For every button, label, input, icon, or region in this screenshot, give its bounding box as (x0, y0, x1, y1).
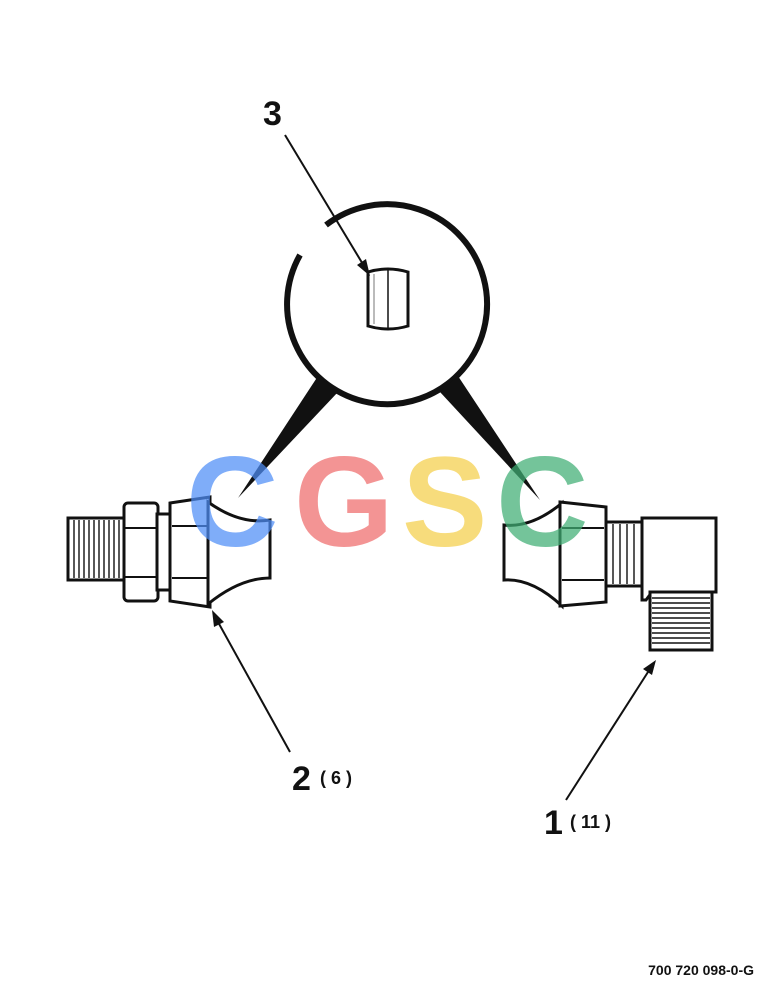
callout-2-number: 2 (292, 760, 311, 798)
leader-2 (217, 621, 291, 753)
leader-3 (284, 134, 365, 267)
leader-1 (565, 671, 649, 801)
callout-1-number: 1 (544, 804, 563, 842)
detail-wedge-right (440, 376, 540, 500)
watermark-letter-4: C (496, 431, 588, 574)
sleeve-insert (366, 267, 410, 331)
drawing-number: 700 720 098-0-G (648, 962, 754, 978)
left-threads (73, 520, 120, 578)
arrowhead-2 (212, 610, 224, 627)
arrowhead-3 (357, 259, 370, 276)
detail-circle (284, 201, 491, 408)
leader-lines (212, 134, 656, 801)
watermark-letter-3: S (402, 431, 487, 574)
detail-view (238, 201, 540, 500)
watermark: C G S C (186, 431, 588, 574)
callout-2-qty: ( 6 ) (320, 768, 352, 788)
left-fitting (66, 495, 272, 609)
right-fitting (502, 499, 718, 652)
watermark-letter-1: C (186, 431, 278, 574)
right-threads (652, 597, 710, 644)
arrowhead-1 (643, 660, 656, 675)
watermark-letter-2: G (294, 431, 394, 574)
callout-3-number: 3 (263, 95, 282, 133)
detail-wedge-left (238, 376, 338, 498)
callout-1-qty: ( 11 ) (570, 812, 611, 832)
